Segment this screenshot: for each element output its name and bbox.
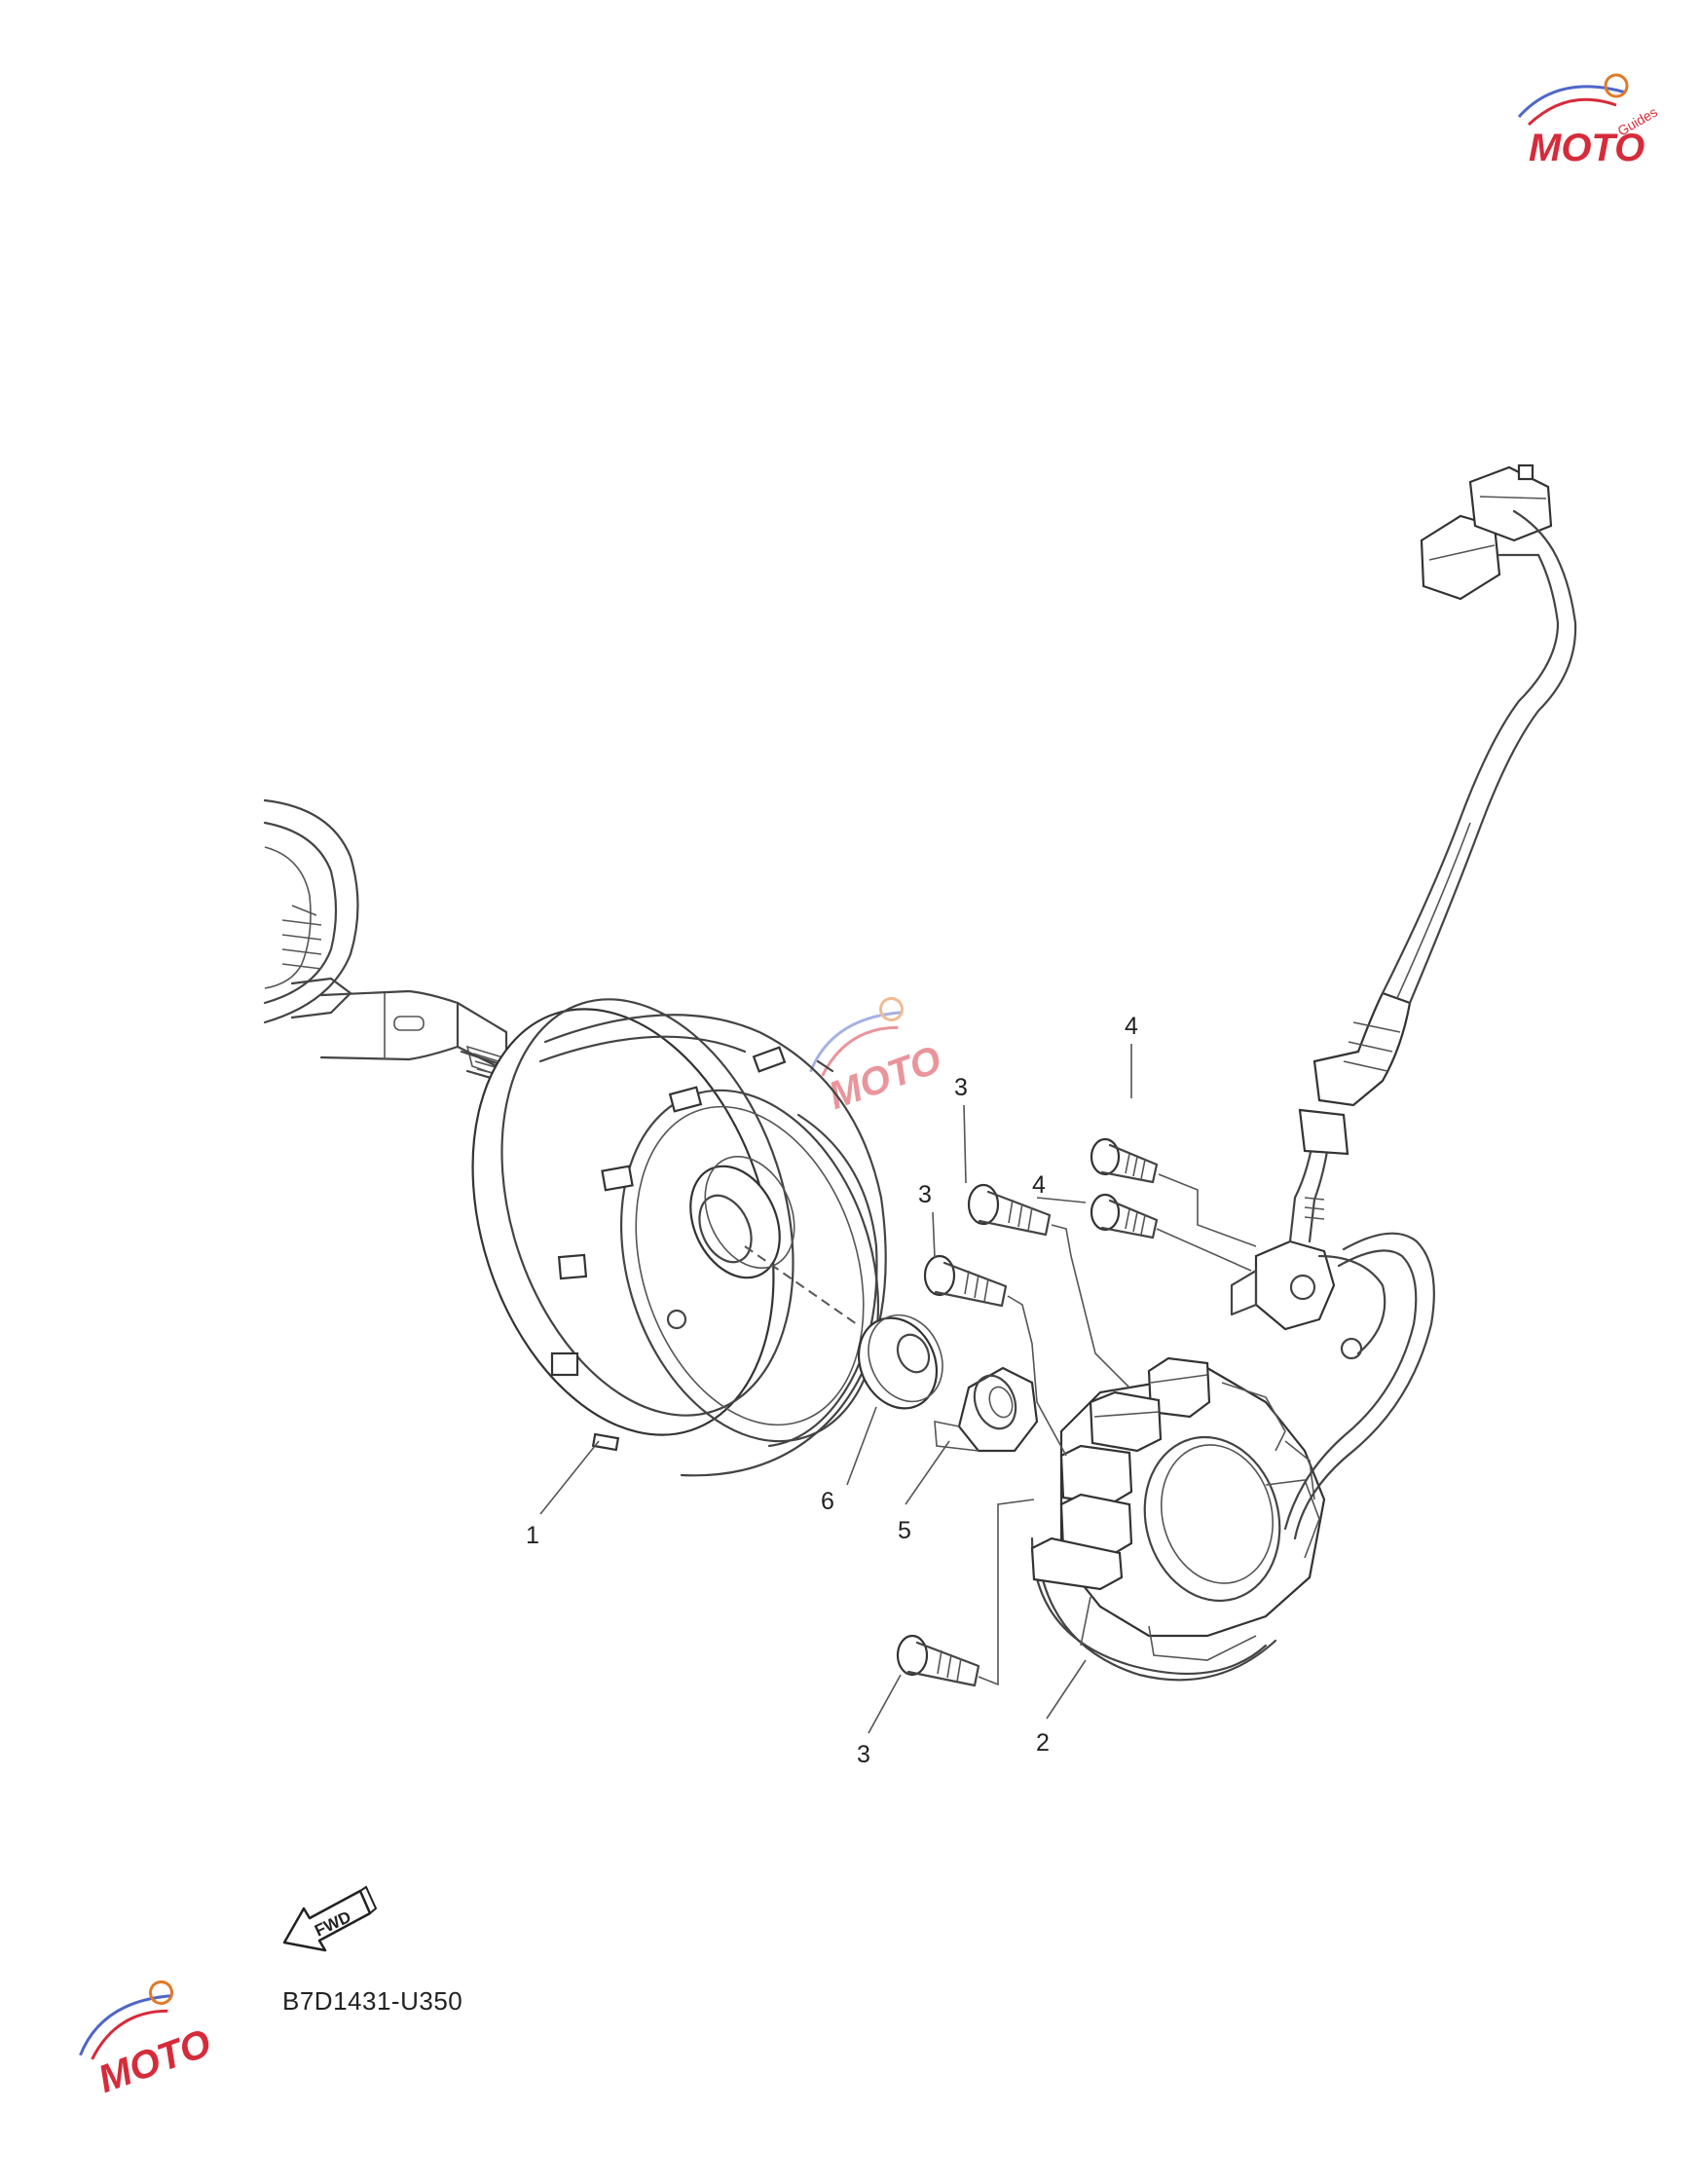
callout-5: 5: [898, 1517, 911, 1544]
wire-harness: [1283, 463, 1577, 1540]
watermark-text: MOTO: [1529, 127, 1645, 169]
axis-line-rotor: [744, 1245, 858, 1325]
bolt-3c: [896, 1634, 980, 1687]
stator-part-2: [1030, 1356, 1326, 1682]
bolt-4b: [1090, 1193, 1159, 1240]
flywheel-rotor: [471, 998, 887, 1477]
fwd-arrow-icon: FWD: [282, 1885, 378, 1952]
callout-2: 2: [1036, 1729, 1050, 1757]
callout-6: 6: [821, 1488, 834, 1515]
crankshaft-drawing: [263, 798, 523, 1089]
assembly-lines: [978, 1173, 1257, 1686]
callout-3b: 3: [918, 1181, 932, 1208]
callout-1: 1: [526, 1522, 539, 1549]
watermark-logo-bottom: MOTO: [79, 1980, 216, 2101]
leader-lines: [539, 1044, 1132, 1734]
bolt-3b: [923, 1254, 1008, 1308]
callout-4a: 4: [1125, 1013, 1138, 1040]
bolt-4a: [1090, 1137, 1159, 1184]
diagram-code: B7D1431-U350: [282, 1986, 463, 2016]
watermark-logo-top: MOTO Guides: [1517, 73, 1660, 169]
callout-3a: 3: [954, 1074, 968, 1101]
nut-part-5: [934, 1366, 1039, 1453]
bolt-3a: [967, 1183, 1052, 1237]
callout-4b: 4: [1032, 1171, 1046, 1199]
callout-3c: 3: [857, 1741, 870, 1768]
washer-part-6: [857, 1314, 943, 1410]
watermark-logo-center: MOTO: [809, 996, 946, 1118]
pickup-coil: [1230, 1240, 1386, 1360]
